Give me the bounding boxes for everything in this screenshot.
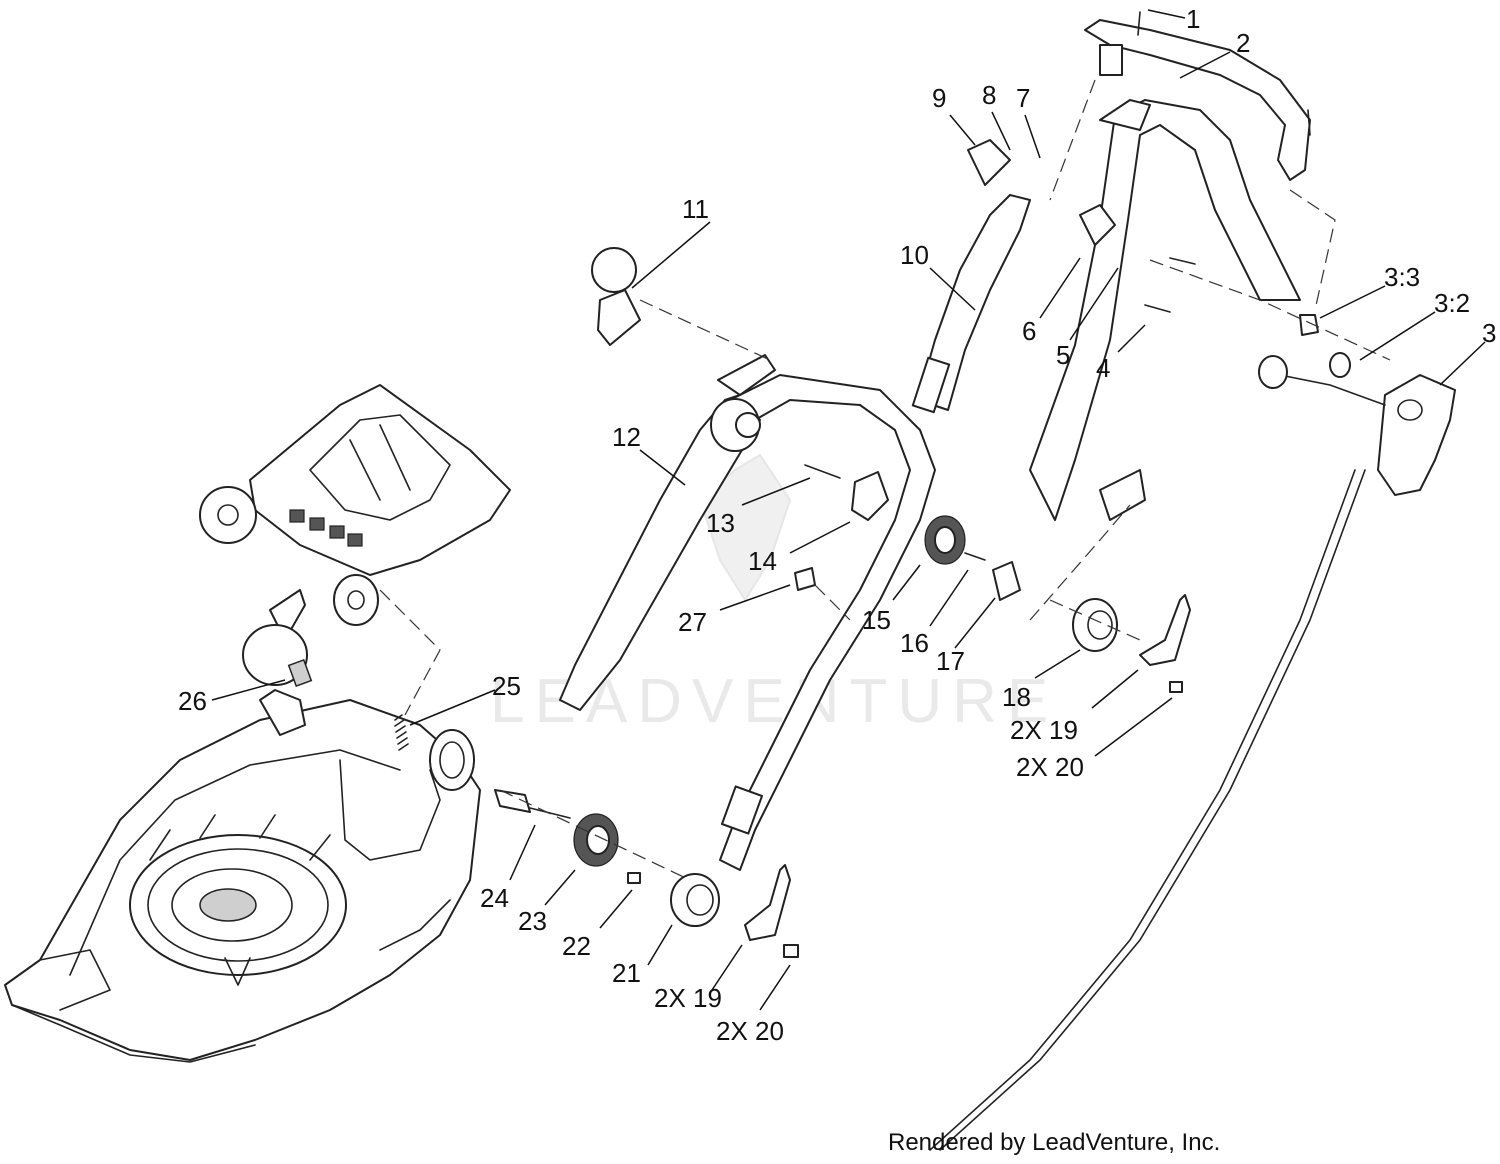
callout-23: 23 [518, 906, 547, 936]
callout-2x19-right: 2X 19 [1010, 715, 1078, 745]
wheel-bracket-19-left [744, 864, 799, 958]
callout-2x20-right: 2X 20 [1016, 752, 1084, 782]
cable [929, 469, 1356, 1151]
callout-18: 18 [1002, 682, 1031, 712]
callout-15: 15 [862, 605, 891, 635]
gear-23 [573, 813, 619, 867]
callout-17: 17 [936, 646, 965, 676]
callout-3-2: 3:2 [1434, 288, 1470, 318]
callout-3: 3 [1482, 318, 1496, 348]
callout-21: 21 [612, 958, 641, 988]
callout-26: 26 [178, 686, 207, 716]
control-bar-2 [1084, 19, 1311, 181]
callout-11: 11 [682, 194, 709, 224]
leader-lines [211, 9, 1486, 1011]
callout-8: 8 [982, 80, 996, 110]
assembly-lines [379, 79, 1391, 881]
front-wheel-21 [670, 873, 720, 927]
axle-spring-25 [394, 714, 409, 751]
screw-22 [627, 872, 641, 884]
callout-22: 22 [562, 931, 591, 961]
callout-2: 2 [1236, 28, 1250, 58]
lower-handle-12 [559, 354, 936, 871]
callout-3-3: 3:3 [1384, 262, 1420, 292]
callout-14: 14 [748, 546, 777, 576]
callout-12: 12 [612, 422, 641, 452]
grass-catcher [199, 384, 511, 626]
callout-24: 24 [480, 883, 509, 913]
callout-9: 9 [932, 83, 946, 113]
callout-25: 25 [492, 671, 521, 701]
small-hardware [967, 11, 1351, 378]
callout-5: 5 [1056, 340, 1070, 370]
callout-16: 16 [900, 628, 929, 658]
callout-2x19-left: 2X 19 [654, 983, 722, 1013]
cam-knob-11 [591, 247, 641, 346]
axle-24 [494, 789, 571, 819]
cable-box-3 [1258, 355, 1456, 496]
callout-13: 13 [706, 508, 735, 538]
callout-1: 1 [1186, 4, 1200, 34]
upper-handle-10 [911, 194, 1031, 414]
callout-7: 7 [1016, 83, 1030, 113]
wheel-bracket-19-right [1139, 594, 1191, 693]
callout-labels: 1 2 9 8 7 11 10 3:3 3:2 3 6 5 4 12 13 14… [178, 4, 1496, 1046]
callout-6: 6 [1022, 316, 1036, 346]
callout-10: 10 [900, 240, 929, 270]
rear-wheel-18 [1072, 598, 1118, 652]
height-adjust-hardware [794, 464, 1021, 601]
mower-deck [4, 689, 481, 1063]
rear-bracket-26 [242, 589, 313, 688]
callout-27: 27 [678, 607, 707, 637]
wheel-hub-left [429, 729, 475, 791]
credit-text: Rendered by LeadVenture, Inc. [888, 1129, 1220, 1156]
callout-2x20-left: 2X 20 [716, 1016, 784, 1046]
callout-4: 4 [1096, 353, 1110, 383]
